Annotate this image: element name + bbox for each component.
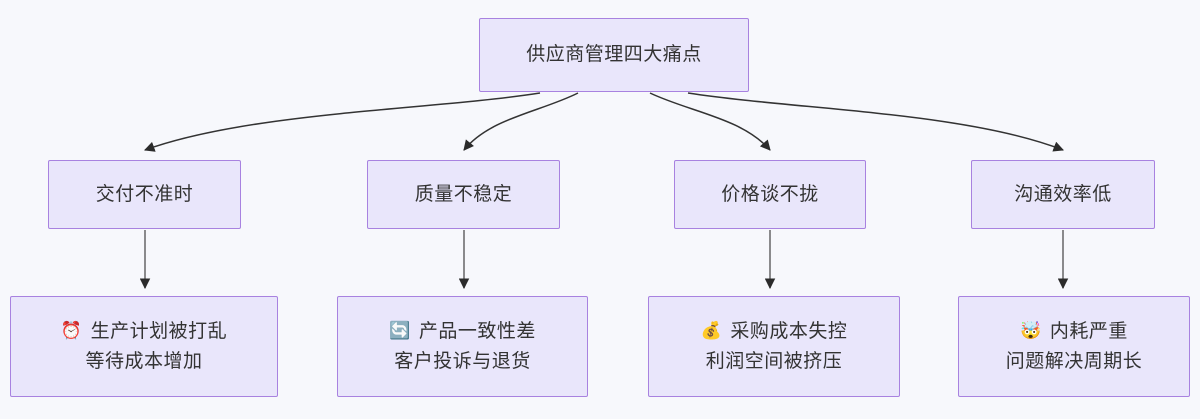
node-category-label: 价格谈不拢 [721, 183, 819, 205]
node-category-price[interactable]: 价格谈不拢 [674, 160, 866, 229]
node-detail-line1-text: 生产计划被打乱 [90, 321, 228, 343]
node-detail-line1: ⏰ 生产计划被打乱 [61, 317, 227, 346]
node-category-delivery[interactable]: 交付不准时 [48, 160, 241, 229]
node-detail-communication[interactable]: 🤯 内耗严重 问题解决周期长 [958, 296, 1190, 397]
node-detail-line2: 问题解决周期长 [1005, 350, 1143, 372]
edge-root-to-category-3 [687, 92, 1064, 152]
money-bag-icon: 💰 [700, 321, 723, 342]
node-category-label: 沟通效率低 [1014, 183, 1112, 205]
node-detail-delivery[interactable]: ⏰ 生产计划被打乱 等待成本增加 [10, 296, 278, 397]
node-root-label: 供应商管理四大痛点 [526, 44, 702, 66]
node-category-label: 质量不稳定 [414, 183, 513, 205]
node-detail-line1-text: 内耗严重 [1049, 321, 1128, 343]
node-detail-line1: 🔄 产品一致性差 [389, 317, 536, 346]
node-detail-line2: 利润空间被挤压 [705, 350, 843, 372]
node-detail-line1: 💰 采购成本失控 [701, 317, 848, 346]
edge-root-to-category-0 [144, 92, 541, 152]
node-detail-line2: 等待成本增加 [85, 350, 203, 372]
alarm-clock-icon: ⏰ [60, 321, 83, 342]
edge-root-to-category-1 [463, 92, 579, 151]
node-category-label: 交付不准时 [95, 183, 194, 205]
node-root[interactable]: 供应商管理四大痛点 [479, 18, 749, 92]
repeat-arrows-icon: 🔄 [389, 321, 411, 342]
node-detail-price[interactable]: 💰 采购成本失控 利润空间被挤压 [648, 296, 900, 397]
node-detail-quality[interactable]: 🔄 产品一致性差 客户投诉与退货 [337, 296, 588, 397]
exploding-head-icon: 🤯 [1020, 321, 1042, 342]
node-detail-line1-text: 采购成本失控 [730, 321, 848, 343]
node-category-quality[interactable]: 质量不稳定 [367, 160, 560, 229]
edge-root-to-category-2 [649, 92, 771, 151]
node-category-communication[interactable]: 沟通效率低 [971, 160, 1155, 229]
node-detail-line1: 🤯 内耗严重 [1020, 317, 1128, 346]
node-detail-line1-text: 产品一致性差 [418, 321, 536, 343]
node-detail-line2: 客户投诉与退货 [394, 350, 531, 372]
